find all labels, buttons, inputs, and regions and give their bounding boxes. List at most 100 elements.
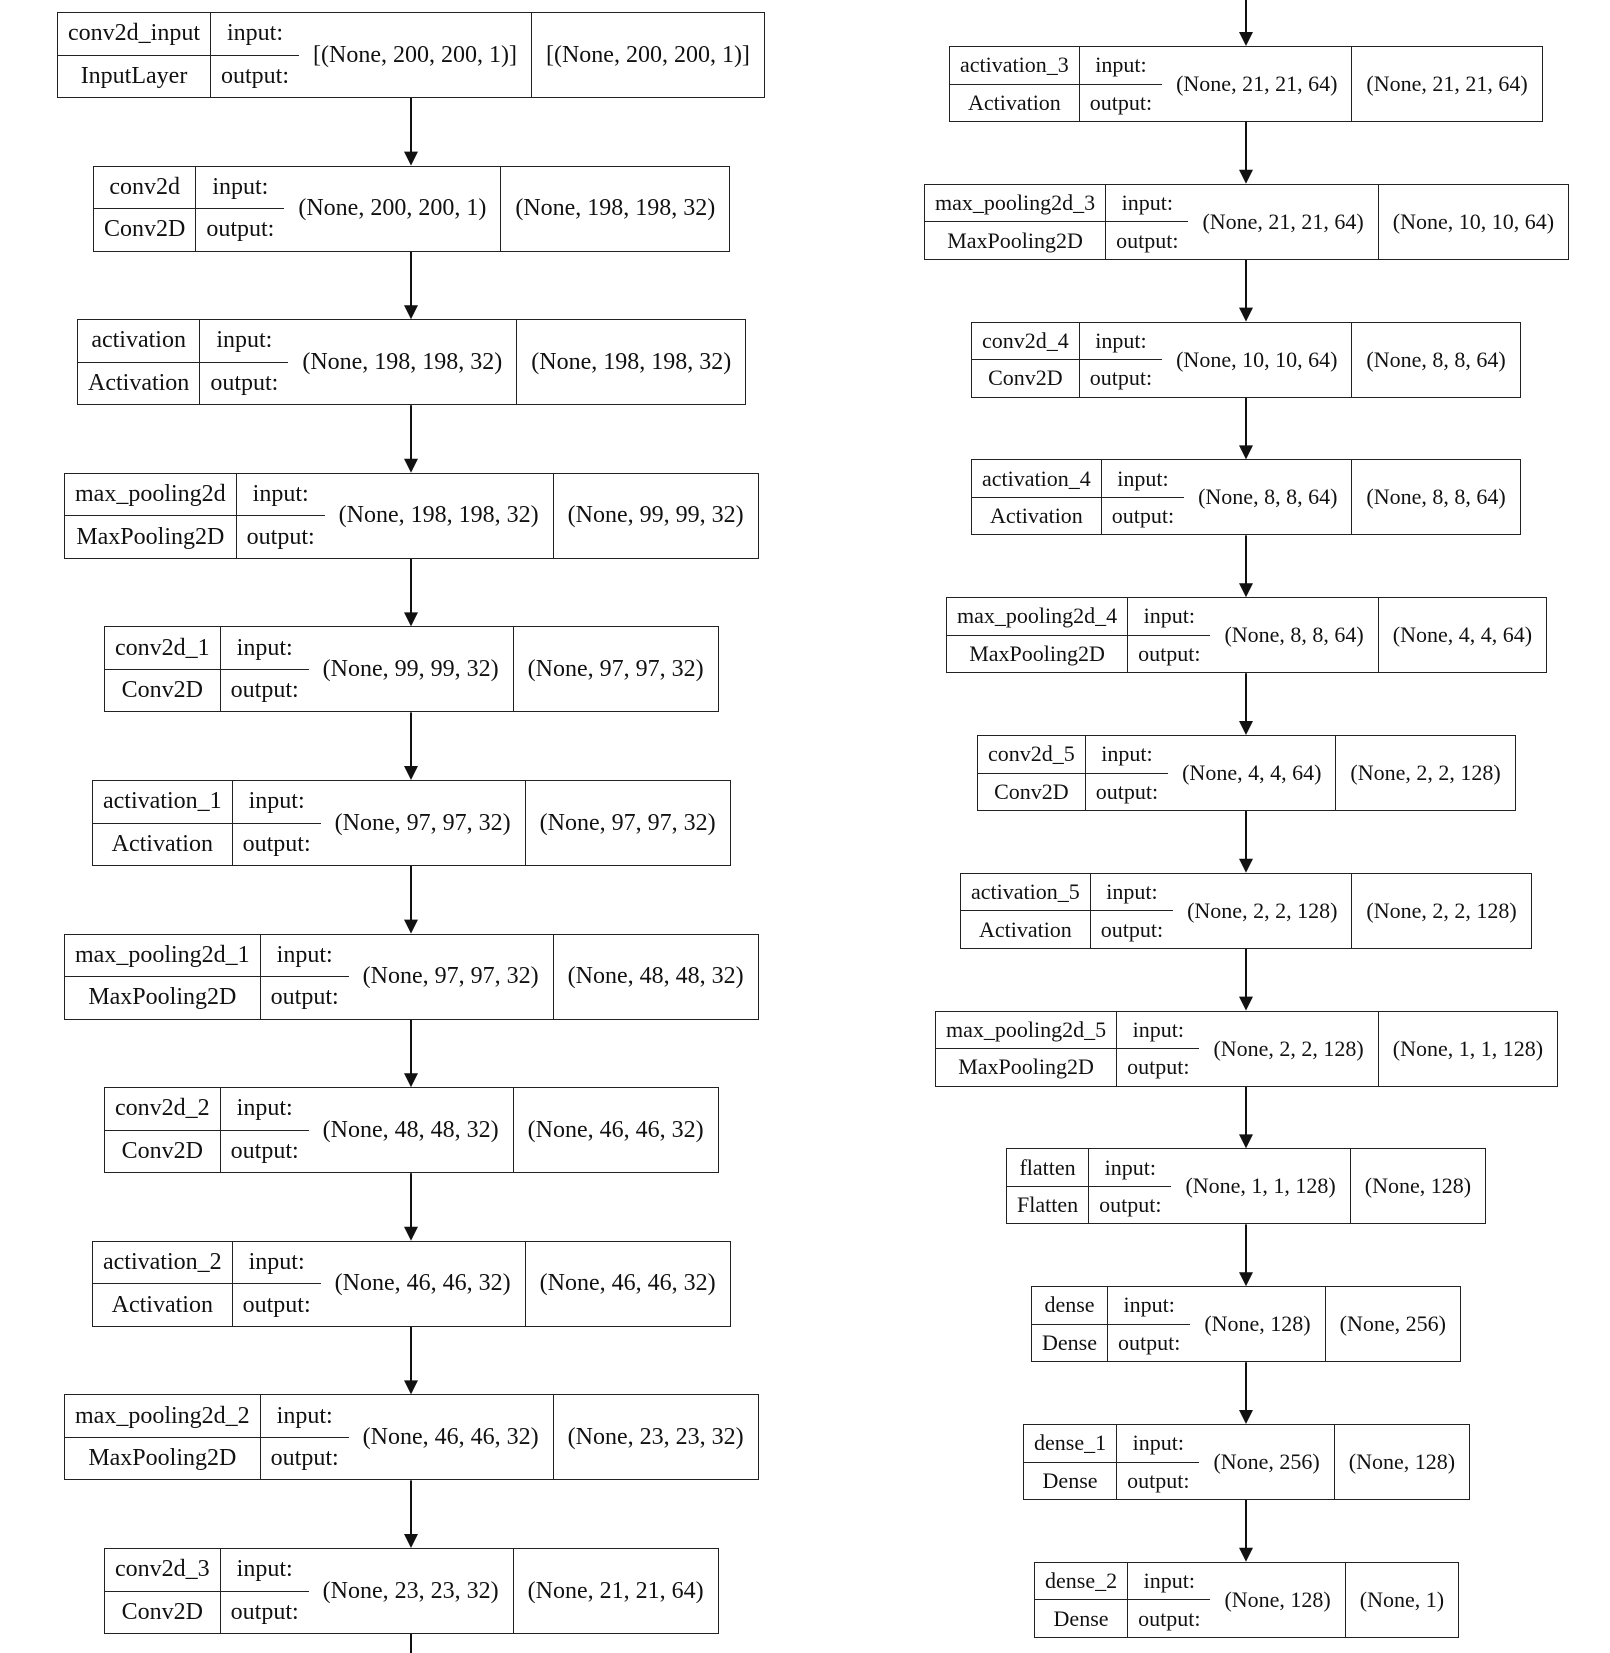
layer-type: Conv2D (105, 1129, 220, 1173)
layer-type: Dense (1035, 1599, 1128, 1637)
io-label-cell: input:output: (219, 627, 309, 712)
layer-type: MaxPooling2D (947, 634, 1128, 673)
output-label: output: (1079, 83, 1163, 122)
output-label: output: (1079, 359, 1163, 397)
input-label: input: (1121, 190, 1173, 216)
output-shape: (None, 2, 2, 128) (1335, 736, 1514, 810)
output-label: output: (232, 1283, 321, 1326)
layer-name: max_pooling2d (75, 481, 226, 508)
output-label: output: (260, 976, 349, 1019)
input-label: input: (227, 20, 284, 47)
output-shape: (None, 128) (1349, 1149, 1485, 1224)
layer-name: dense_1 (1034, 1430, 1107, 1456)
edge-r-2-arrowhead (1239, 445, 1253, 460)
input-shape: (None, 128) (1204, 1311, 1311, 1337)
input-label: input: (1117, 465, 1169, 491)
output-label: output: (1107, 1323, 1191, 1362)
output-label: output: (220, 668, 309, 712)
layer-type: Dense (1024, 1461, 1117, 1500)
input-label: input: (236, 1095, 293, 1122)
input-label: input: (1143, 1568, 1195, 1594)
input-shape: (None, 128) (1224, 1586, 1331, 1612)
layer-name: activation_3 (960, 52, 1069, 78)
layer-type: Conv2D (972, 359, 1079, 397)
input-shape: (None, 46, 46, 32) (334, 1270, 511, 1297)
edge-l-9-arrowhead (404, 1534, 418, 1548)
input-label: input: (1132, 1016, 1184, 1042)
layer-name: conv2d_4 (982, 327, 1069, 353)
input-label: input: (1143, 603, 1195, 629)
layer-type: Activation (972, 496, 1101, 535)
layer-type: MaxPooling2D (925, 221, 1106, 259)
input-label: input: (276, 941, 333, 968)
input-shape: (None, 8, 8, 64) (1224, 622, 1364, 648)
input-label: input: (248, 788, 305, 815)
io-label-cell: input:output: (1078, 322, 1163, 397)
io-label-cell: input:output: (1127, 1562, 1211, 1637)
input-shape: (None, 256) (1213, 1449, 1320, 1474)
output-label: output: (200, 361, 289, 405)
input-shape: (None, 4, 4, 64) (1182, 760, 1322, 785)
layer-name: conv2d_5 (988, 741, 1075, 767)
input-shape: (None, 99, 99, 32) (322, 655, 499, 682)
output-shape: (None, 8, 8, 64) (1351, 460, 1519, 535)
edge-l-1-arrowhead (404, 305, 418, 320)
input-label: input: (236, 1556, 293, 1583)
output-shape: (None, 2, 2, 128) (1351, 873, 1530, 948)
edge-l-3-arrowhead (404, 612, 418, 627)
input-shape: (None, 23, 23, 32) (322, 1577, 499, 1604)
input-label: input: (212, 173, 269, 200)
output-shape: (None, 46, 46, 32) (524, 1241, 730, 1326)
output-label: output: (1117, 1048, 1200, 1086)
layer-type: Conv2D (978, 772, 1085, 811)
io-label-cell: input: output: (219, 1549, 309, 1634)
input-label: input: (276, 1402, 333, 1429)
edge-r-9-arrowhead (1239, 1410, 1253, 1424)
edge-l-8-arrowhead (404, 1380, 418, 1395)
input-label: input: (1095, 52, 1147, 78)
output-label: output: (1089, 1185, 1172, 1224)
input-label: input: (252, 481, 309, 508)
input-label: input: (1123, 1292, 1175, 1318)
io-label-cell: input:output: (1116, 1425, 1200, 1500)
edge-r-8-arrowhead (1239, 1272, 1253, 1287)
layer-type: MaxPooling2D (65, 515, 236, 558)
io-label-cell: input:output: (219, 1088, 309, 1173)
io-label-cell: input:output: (195, 166, 285, 251)
io-label-cell: input: output: (259, 934, 349, 1019)
output-label: output: (211, 54, 300, 98)
layer-name: max_pooling2d_3 (935, 190, 1096, 216)
io-label-cell: input:output: (1105, 184, 1189, 259)
io-label-cell: input:output: (199, 320, 289, 405)
layer-type: MaxPooling2D (65, 1436, 260, 1480)
io-label-cell: input: output: (1106, 1287, 1191, 1362)
input-label: input: (1106, 879, 1158, 905)
edge-l-5-arrowhead (404, 919, 418, 934)
layer-type: Activation (93, 822, 232, 866)
output-label: output: (220, 1590, 309, 1634)
output-label: output: (1128, 634, 1211, 673)
input-shape: (None, 48, 48, 32) (322, 1116, 499, 1143)
io-label-cell: input:output: (231, 1241, 321, 1326)
layer-type: Activation (961, 910, 1090, 948)
input-shape: (None, 10, 10, 64) (1176, 346, 1338, 372)
layer-type: MaxPooling2D (65, 976, 260, 1019)
output-label: output: (1117, 1461, 1200, 1500)
